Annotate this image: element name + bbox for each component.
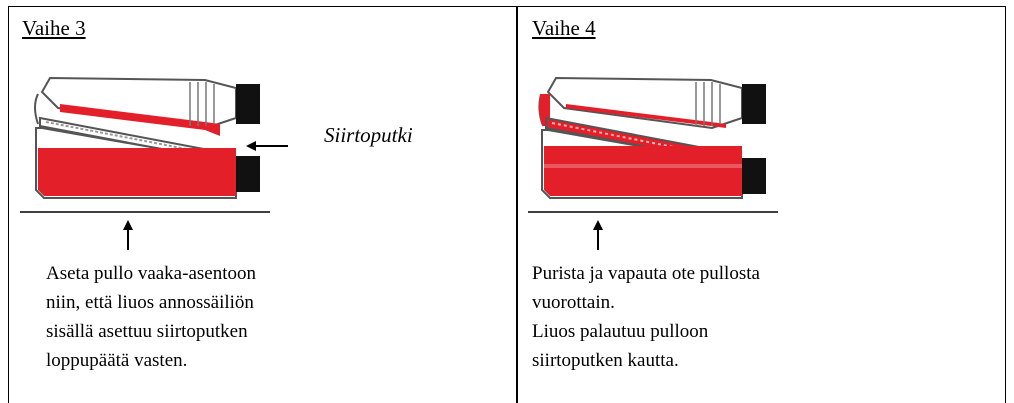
step3-bottle-illustration: [34, 76, 288, 199]
step3-line-2: niin, että liuos annossäiliön: [46, 292, 254, 313]
step3-baseline: [20, 211, 270, 250]
transfer-tube-label: Siirtoputki: [324, 123, 413, 147]
step4-line-4: siirtoputken kautta.: [532, 350, 679, 371]
step3-line-3: sisällä asettuu siirtoputken: [46, 321, 248, 342]
step4-description: Purista ja vapauta ote pullosta vuorotta…: [532, 259, 760, 375]
table-right-border: [1005, 6, 1006, 403]
table-column-divider: [516, 6, 518, 403]
step4-line-1: Purista ja vapauta ote pullosta: [532, 263, 760, 284]
step4-bottle-illustration: [538, 76, 766, 199]
step4-line-3: Liuos palautuu pulloon: [532, 321, 709, 342]
step3-line-1: Aseta pullo vaaka-asentoon: [46, 263, 256, 284]
step3-description: Aseta pullo vaaka-asentoon niin, että li…: [46, 259, 256, 375]
step4-line-2: vuorottain.: [532, 292, 615, 313]
step4-title: Vaihe 4: [532, 16, 596, 40]
step4-baseline: [528, 211, 778, 250]
table-top-border: [8, 6, 1006, 7]
step3-title: Vaihe 3: [22, 16, 86, 40]
table-left-border: [8, 6, 9, 403]
step3-line-4: loppupäätä vasten.: [46, 350, 188, 371]
